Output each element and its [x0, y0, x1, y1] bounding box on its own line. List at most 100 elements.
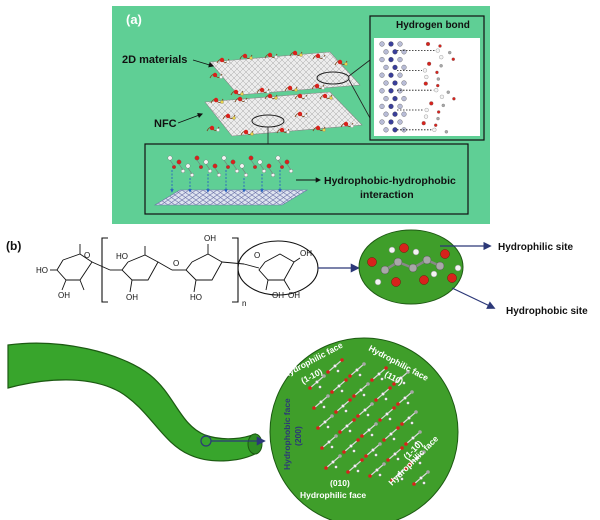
chain-atom [212, 163, 218, 169]
hydrogen-atom [377, 372, 381, 376]
hydrogen-atom [341, 404, 345, 408]
oxygen-atom [242, 53, 248, 59]
lattice-atom [392, 49, 398, 55]
hydrogen-atom [318, 385, 322, 389]
hydrogen-atom [375, 468, 379, 472]
oxygen-atom [404, 442, 408, 446]
chain-bond [223, 159, 229, 167]
oxygen-atom [322, 93, 328, 99]
oxygen-atom [324, 466, 328, 470]
oxygen-atom [338, 430, 342, 434]
chain-atom [226, 165, 230, 169]
chain-atom [436, 77, 440, 81]
lattice-atom [392, 80, 398, 86]
chain-atom [435, 70, 439, 75]
atom-label: O [84, 251, 90, 260]
hydrophilic-site-label: Hydrophilic site [498, 242, 573, 253]
lattice-atom [379, 119, 385, 125]
atom [340, 358, 344, 362]
oxygen-atom [279, 127, 285, 133]
lattice-atom [401, 80, 407, 86]
oxygen-atom [316, 426, 320, 430]
atom-label: OH [204, 234, 216, 243]
chain-atom [176, 159, 182, 165]
oxygen-atom [209, 125, 215, 131]
lattice-atom [397, 119, 403, 125]
lattice-atom [379, 88, 385, 94]
hydrogen-atom [381, 392, 385, 396]
lattice-atom [388, 57, 394, 63]
hydrogen-atom [384, 397, 388, 401]
lattice-atom [397, 103, 403, 109]
lattice-atom [383, 96, 389, 102]
oxygen-atom [292, 50, 298, 56]
oxygen-atom [237, 96, 243, 102]
chain-atom [423, 114, 429, 119]
face-label-bottom-1: (010) [330, 478, 350, 488]
carbon-atom [393, 257, 403, 267]
oxygen-atom [326, 370, 330, 374]
chain-bond [277, 159, 283, 167]
panel-b-label: (b) [6, 239, 21, 253]
chain-atom [185, 163, 191, 169]
oxygen-atom [374, 398, 378, 402]
hydrophobic-site-arrow [451, 287, 496, 309]
oxygen-atom [412, 482, 416, 486]
atom [266, 90, 270, 94]
repeat-bracket-right [232, 237, 239, 303]
oxygen-atom [399, 243, 409, 253]
atom [350, 124, 354, 128]
atom [418, 430, 422, 434]
sub-bond-9 [265, 279, 269, 291]
hydrogen-atom [336, 369, 340, 373]
chain-atom [439, 55, 444, 60]
sub-bond-2 [61, 279, 67, 291]
chain-atom [436, 83, 440, 88]
hydrogen-atom [326, 425, 330, 429]
chain-atom [439, 94, 444, 99]
hydrogen-atom [344, 409, 348, 413]
oxygen-atom [337, 59, 343, 65]
chain-atom [235, 169, 239, 173]
chain-atom [190, 173, 194, 177]
crystal-chains [308, 358, 430, 486]
atom [374, 422, 378, 426]
panel-a: (a) 2D materials NFC Hydrogen bond Hydro… [112, 6, 490, 224]
oxygen-atom [356, 414, 360, 418]
atom [329, 96, 333, 100]
atom [422, 450, 426, 454]
oxygen-atom [400, 422, 404, 426]
hydrogen-atom [363, 408, 367, 412]
interaction-label-2: interaction [360, 189, 414, 201]
lattice-atom [392, 127, 398, 133]
oxygen-atom [267, 52, 273, 58]
chain-atom [421, 121, 426, 126]
atom-label: OH [126, 293, 138, 302]
lattice-atom [383, 49, 389, 55]
glycosidic-link-3 [157, 261, 173, 271]
oxygen-atom [392, 382, 396, 386]
lattice-atom [401, 96, 407, 102]
chain-atom [435, 48, 440, 53]
atom [388, 386, 392, 390]
lattice-atom [388, 103, 394, 109]
chain-atom [438, 44, 442, 48]
interaction-label-1: Hydrophobic-hydrophobic [324, 175, 456, 187]
atom [299, 53, 303, 57]
hydrogen-atom [389, 432, 393, 436]
lattice-atom [379, 103, 385, 109]
chain-atom [221, 155, 227, 161]
hydrogen-atom [348, 429, 352, 433]
oxygen-atom [396, 402, 400, 406]
atom [406, 370, 410, 374]
atom [274, 96, 278, 100]
atom [322, 374, 326, 378]
atom [348, 398, 352, 402]
chain-atom [441, 103, 445, 108]
hbond-lattice [379, 41, 456, 134]
chain-bond [250, 159, 256, 167]
nfc-arrow [177, 112, 204, 124]
chain-atom [284, 159, 290, 165]
